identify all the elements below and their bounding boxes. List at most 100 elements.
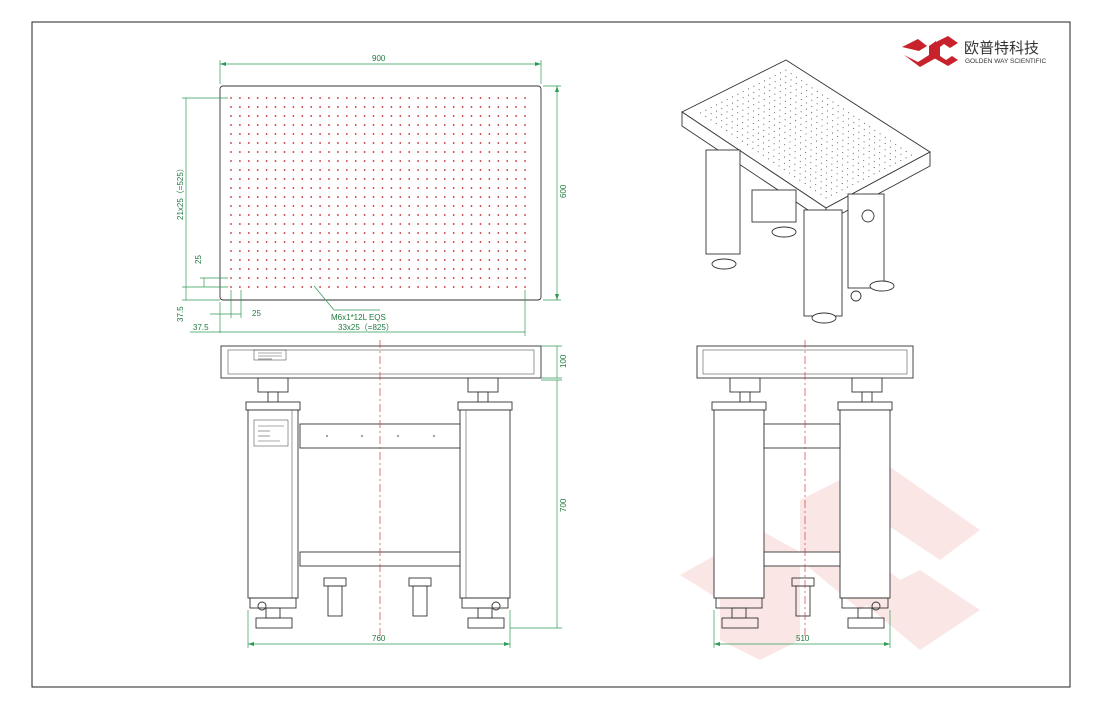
iso-hole [794, 126, 797, 128]
iso-hole [889, 152, 891, 154]
iso-hole [863, 135, 865, 137]
iso-hole [879, 145, 881, 147]
iso-hole [758, 101, 760, 103]
mounting-hole [256, 142, 259, 144]
mounting-hole [345, 223, 348, 225]
mounting-hole [328, 151, 330, 153]
mounting-hole [390, 151, 393, 153]
iso-hole [820, 181, 822, 183]
mounting-hole [310, 250, 313, 252]
iso-hole [804, 170, 806, 172]
mounting-hole [470, 268, 473, 270]
mounting-hole [372, 223, 375, 225]
iso-hole [836, 173, 838, 175]
iso-hole [810, 136, 812, 139]
mounting-hole [230, 124, 232, 126]
mounting-hole [443, 169, 446, 171]
mounting-hole [426, 223, 428, 225]
mounting-hole [256, 97, 259, 99]
mounting-hole [506, 106, 509, 108]
mounting-hole [301, 115, 304, 117]
iso-hole [837, 129, 839, 131]
mounting-hole [408, 142, 411, 144]
mounting-hole [408, 259, 411, 261]
mounting-hole [230, 142, 232, 144]
mounting-hole [452, 133, 455, 135]
mounting-hole [381, 178, 384, 180]
mounting-hole [426, 241, 428, 243]
mounting-hole [497, 205, 500, 207]
mounting-hole [345, 268, 348, 270]
mounting-hole [372, 160, 375, 162]
mounting-hole [497, 277, 500, 279]
mounting-hole [274, 178, 277, 180]
iso-hole [721, 120, 723, 122]
mounting-hole [256, 106, 259, 108]
mounting-hole [426, 268, 428, 270]
mounting-hole [488, 151, 491, 153]
iso-hole [895, 143, 897, 146]
iso-hole [773, 137, 775, 139]
mounting-hole [301, 241, 304, 243]
mounting-hole [292, 115, 295, 117]
mounting-hole [506, 241, 509, 243]
mounting-hole [310, 259, 313, 261]
mounting-hole [524, 259, 526, 261]
iso-hole [842, 158, 844, 160]
mounting-hole [443, 232, 446, 234]
iso-hole [836, 191, 838, 194]
iso-hole [810, 161, 812, 163]
mounting-hole [426, 232, 428, 234]
mounting-hole [435, 115, 437, 117]
mounting-hole [488, 124, 491, 126]
mounting-hole [354, 124, 357, 126]
mounting-hole [265, 97, 268, 99]
mounting-hole [399, 241, 402, 243]
iso-hole [874, 142, 876, 144]
iso-hole [731, 102, 734, 104]
mounting-hole [515, 160, 517, 162]
mounting-hole [408, 106, 411, 108]
iso-hole [862, 172, 865, 174]
mounting-hole [426, 124, 428, 126]
mounting-hole [524, 205, 526, 207]
mounting-hole [426, 277, 428, 279]
mounting-hole [283, 106, 286, 108]
mounting-hole [417, 187, 419, 189]
mounting-hole [301, 124, 304, 126]
dim-hole-cols: 33x25（=825） [338, 323, 394, 332]
mounting-hole [328, 115, 330, 117]
iso-hole [753, 104, 755, 106]
mounting-hole [479, 259, 482, 261]
mounting-hole [399, 250, 402, 252]
mounting-hole [443, 214, 446, 216]
mounting-hole [506, 169, 509, 171]
mounting-hole [230, 286, 232, 288]
iso-hole [757, 138, 759, 140]
mounting-hole [488, 232, 491, 234]
mounting-hole [310, 151, 313, 153]
mounting-hole [506, 187, 509, 189]
iso-hole [757, 132, 759, 134]
mounting-hole [399, 196, 402, 198]
mounting-hole [337, 160, 339, 162]
mounting-hole [461, 124, 464, 126]
mounting-hole [319, 124, 321, 126]
iso-hole [763, 111, 765, 113]
mounting-hole [283, 142, 286, 144]
iso-hole [758, 82, 760, 85]
mounting-hole [452, 97, 455, 99]
iso-hole [774, 93, 776, 95]
iso-hole [800, 111, 802, 113]
mounting-hole [515, 232, 517, 234]
mounting-hole [292, 196, 295, 198]
mounting-hole [372, 268, 375, 270]
iso-hole [815, 171, 817, 173]
mounting-hole [230, 151, 232, 153]
mounting-hole [408, 205, 411, 207]
iso-hole [783, 168, 785, 171]
mounting-hole [488, 106, 491, 108]
mounting-hole [301, 151, 304, 153]
iso-hole [852, 146, 854, 148]
mounting-hole [372, 241, 375, 243]
